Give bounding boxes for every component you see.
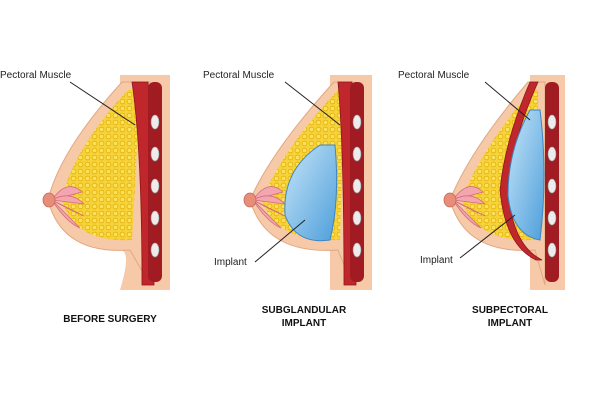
caption-subpectoral: SUBPECTORAL IMPLANT	[435, 304, 585, 330]
implant-label-subglandular: Implant	[214, 257, 247, 268]
panel-before	[42, 75, 170, 290]
panel-subglandular	[243, 75, 372, 290]
pectoral-muscle-label-subglandular: Pectoral Muscle	[203, 70, 275, 81]
caption-line: IMPLANT	[281, 318, 327, 329]
panel-subpectoral	[443, 75, 565, 290]
caption-line: SUBGLANDULAR	[261, 305, 347, 316]
pectoral-muscle-label-before: Pectoral Muscle	[0, 70, 72, 81]
caption-line: BEFORE SURGERY	[63, 314, 157, 325]
caption-line: SUBPECTORAL	[472, 305, 548, 316]
implant-subpectoral	[507, 109, 545, 241]
caption-subglandular: SUBGLANDULAR IMPLANT	[229, 304, 379, 330]
implant-subglandular	[284, 144, 338, 242]
implant-label-subpectoral: Implant	[420, 255, 453, 266]
caption-line: IMPLANT	[487, 318, 533, 329]
pectoral-muscle-label-subpectoral: Pectoral Muscle	[398, 70, 470, 81]
caption-before-surgery: BEFORE SURGERY	[35, 313, 185, 326]
